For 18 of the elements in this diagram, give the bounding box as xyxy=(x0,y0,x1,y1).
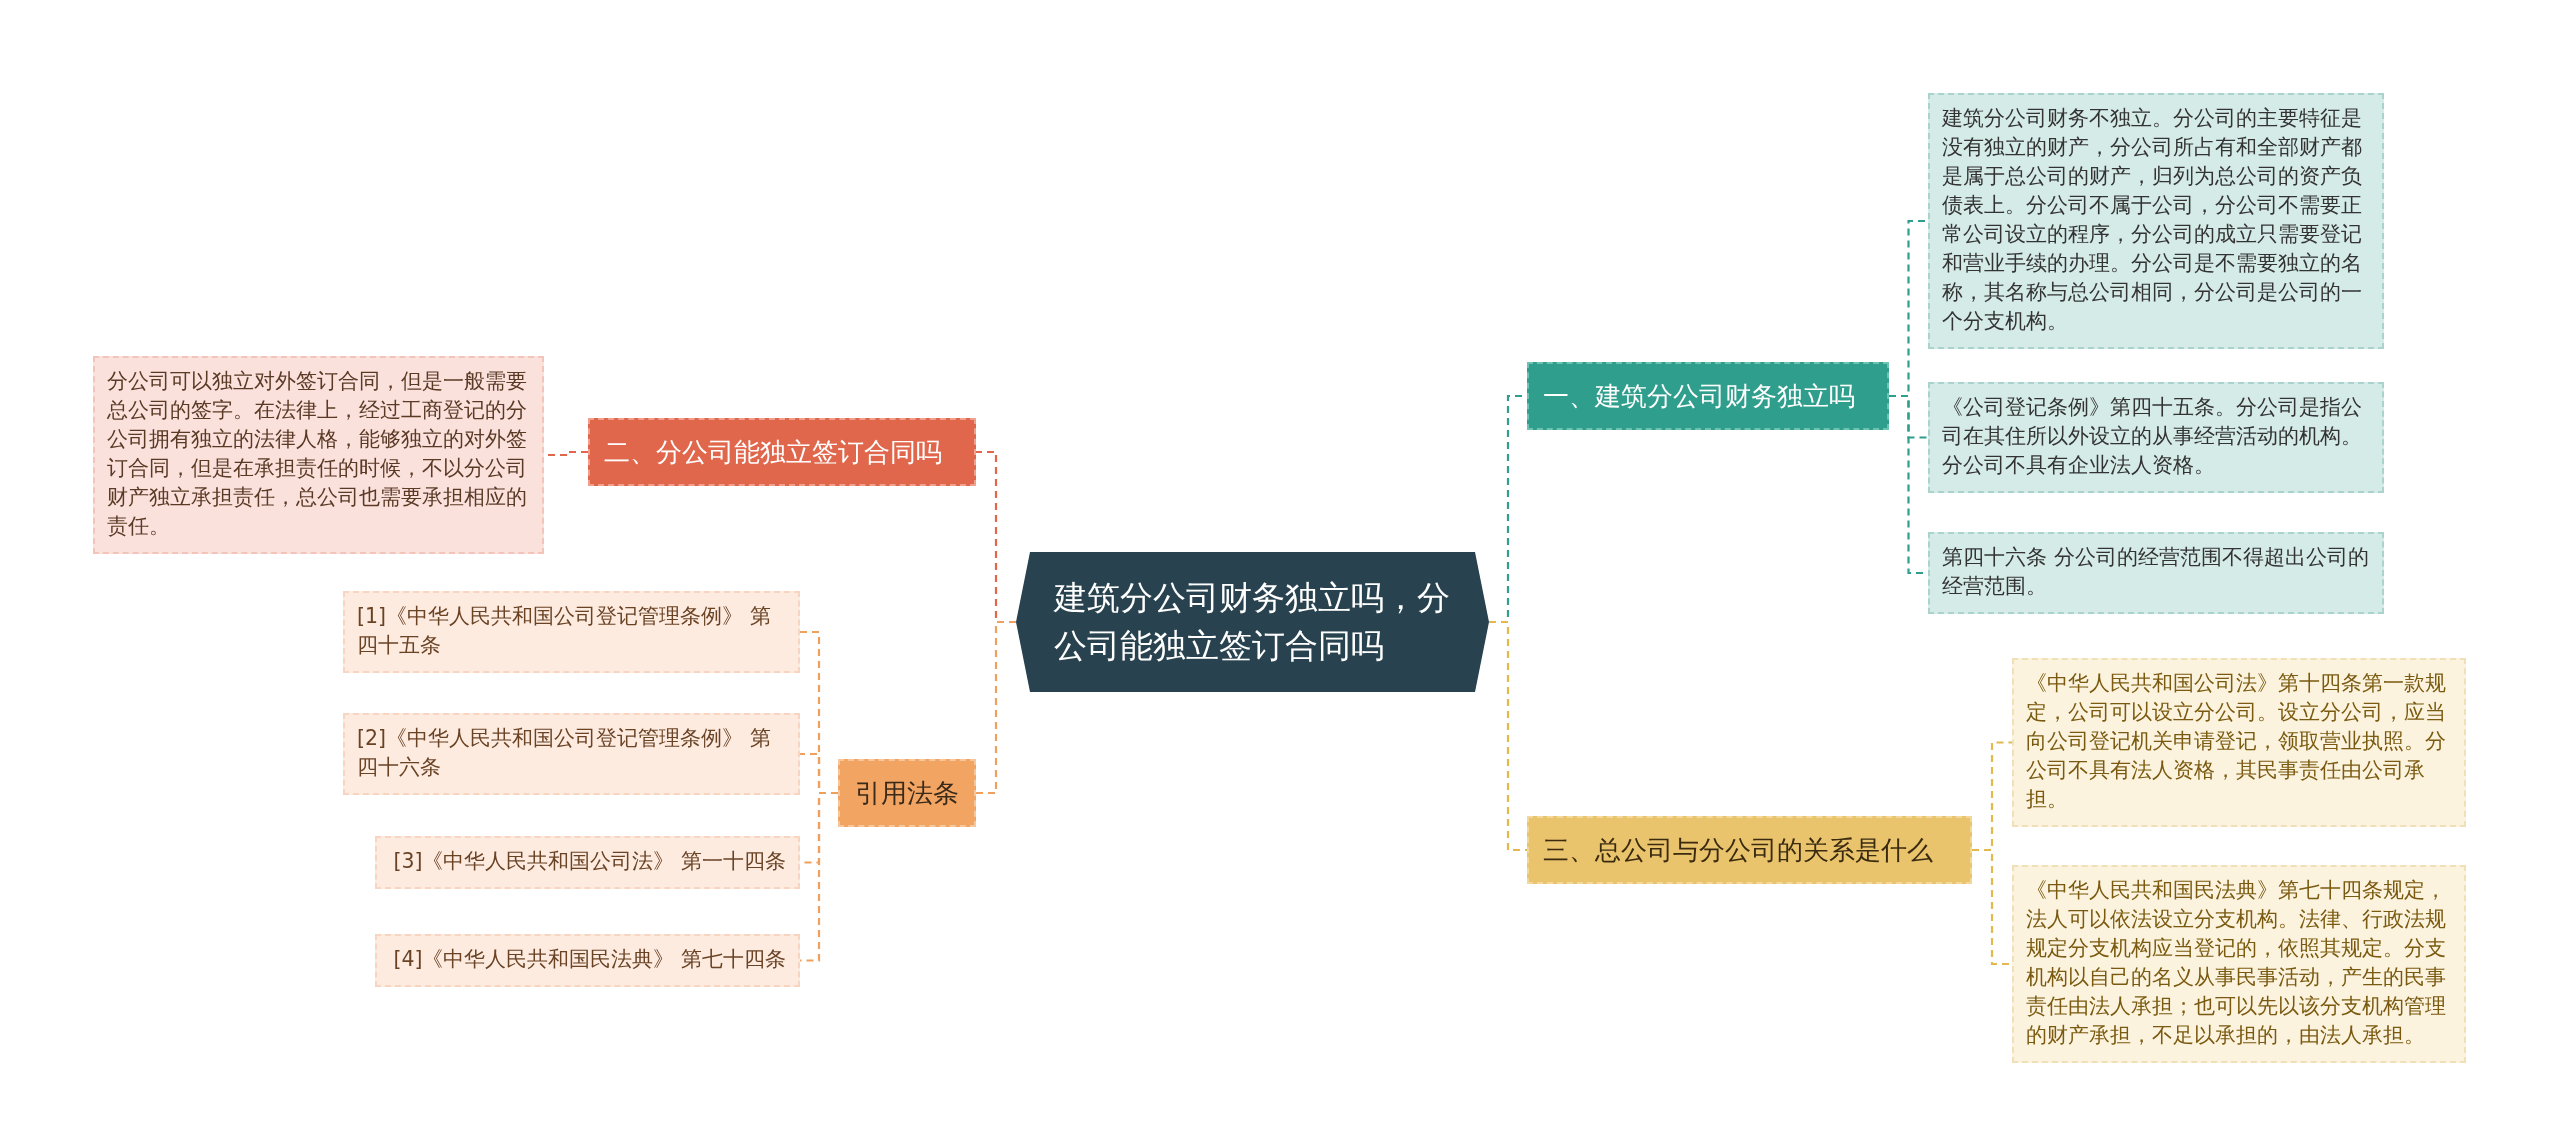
topic-box: 引用法条 xyxy=(838,759,976,827)
note-box: 建筑分公司财务不独立。分公司的主要特征是没有独立的财产，分公司所占有和全部财产都是属于总公司的财产，归列为总公司的资产负债表上。分公司不属于公司，分公司不需要正常公司设立的程序，分公司的成立只需要登记和营业手续的办理。分公司是不需要独立的名称，其名称与总公司相同，分公司是公司的一个分支机构。 xyxy=(1928,93,2384,349)
connector xyxy=(1489,620,1527,852)
note-box: 《中华人民共和国民法典》第七十四条规定，法人可以依法设立分支机构。法律、行政法规规定分支机构应当登记的，依照其规定。分支机构以自己的名义从事民事活动，产生的民事责任由法人承担；也可以先以该分支机构管理的财产承担，不足以承担的，由法人承担。 xyxy=(2012,865,2466,1063)
connector xyxy=(1972,848,2012,966)
connector xyxy=(976,620,1016,795)
note-box: [3]《中华人民共和国公司法》 第一十四条 xyxy=(375,836,800,889)
topic-box: 二、分公司能独立签订合同吗 xyxy=(588,418,976,486)
note-box: 第四十六条 分公司的经营范围不得超出公司的经营范围。 xyxy=(1928,532,2384,614)
note-box: [1]《中华人民共和国公司登记管理条例》 第四十五条 xyxy=(343,591,800,673)
note-box: [2]《中华人民共和国公司登记管理条例》 第四十六条 xyxy=(343,713,800,795)
central-topic: 建筑分公司财务独立吗，分公司能独立签订合同吗 xyxy=(1016,552,1489,692)
topic-box: 三、总公司与分公司的关系是什么 xyxy=(1527,816,1972,884)
note-box: 分公司可以独立对外签订合同，但是一般需要总公司的签字。在法律上，经过工商登记的分公司拥有独立的法律人格，能够独立的对外签订合同，但是在承担责任的时候，不以分公司财产独立承担责任，总公司也需要承担相应的责任。 xyxy=(93,356,544,554)
note-box: [4]《中华人民共和国民法典》 第七十四条 xyxy=(375,934,800,987)
topic-box: 一、建筑分公司财务独立吗 xyxy=(1527,362,1889,430)
note-box: 《中华人民共和国公司法》第十四条第一款规定，公司可以设立分公司。设立分公司，应当向公司登记机关申请登记，领取营业执照。分公司不具有法人资格，其民事责任由公司承担。 xyxy=(2012,658,2466,827)
note-box: 《公司登记条例》第四十五条。分公司是指公司在其住所以外设立的从事经营活动的机构。分公司不具有企业法人资格。 xyxy=(1928,382,2384,493)
